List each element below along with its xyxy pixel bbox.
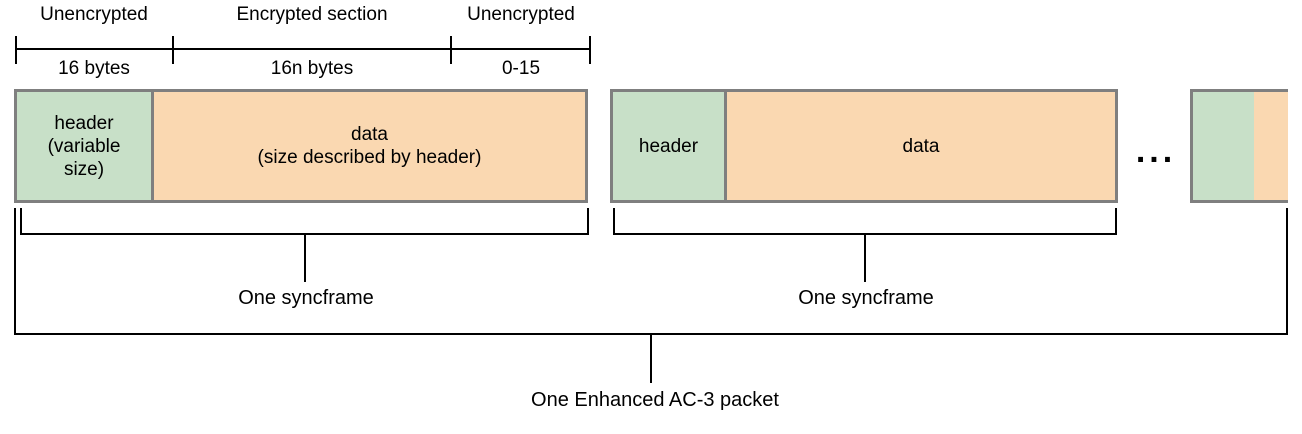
- bracket-edge: [613, 208, 615, 235]
- packet-caption: One Enhanced AC-3 packet: [531, 389, 779, 411]
- syncframe-1-box: header (variable size) data (size descri…: [14, 89, 588, 203]
- ruler-size-label: 0-15: [501, 58, 541, 79]
- syncframe-2-box: header data: [610, 89, 1118, 203]
- ruler-section-label: Unencrypted: [40, 4, 148, 25]
- bracket-edge: [14, 208, 16, 335]
- syncframe-1-caption: One syncframe: [238, 287, 374, 309]
- syncframe-2-header-cell: header: [613, 92, 727, 200]
- bracket-edge: [20, 208, 22, 235]
- bracket-stem: [304, 233, 306, 282]
- ruler-section-label: Encrypted section: [236, 4, 388, 25]
- ruler-tick: [589, 36, 591, 64]
- ruler-tick: [172, 36, 174, 64]
- syncframe-2-data-cell: data: [727, 92, 1115, 200]
- syncframe-1-data-cell: data (size described by header): [154, 92, 585, 200]
- bracket-stem: [864, 233, 866, 282]
- bracket-edge: [1115, 208, 1117, 235]
- ellipsis: ...: [1135, 132, 1177, 170]
- ruler-size-label: 16n bytes: [270, 58, 354, 79]
- syncframe-partial-header-cell: [1193, 92, 1254, 200]
- bracket-edge: [587, 208, 589, 235]
- ruler-section-label: Unencrypted: [467, 4, 575, 25]
- syncframe-2-caption: One syncframe: [798, 287, 934, 309]
- syncframe-partial-data-cell: [1254, 92, 1288, 200]
- syncframe-partial-box: [1190, 89, 1288, 203]
- ruler-line: [16, 48, 591, 50]
- bracket-edge: [1286, 208, 1288, 335]
- ruler-size-label: 16 bytes: [58, 58, 130, 79]
- bracket-stem: [650, 333, 652, 383]
- syncframe-1-header-cell: header (variable size): [17, 92, 154, 200]
- ruler-tick: [450, 36, 452, 64]
- ruler-tick: [15, 36, 17, 64]
